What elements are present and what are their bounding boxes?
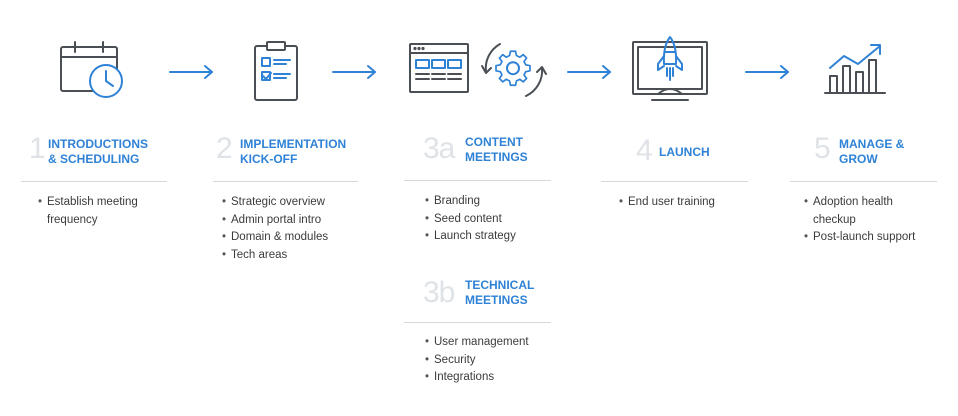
- step-5-divider: [790, 181, 937, 182]
- step-1-title: INTRODUCTIONS & SCHEDULING: [48, 137, 148, 167]
- step-5-title: MANAGE & GROW: [839, 137, 904, 167]
- list-item: Post-launch support: [804, 229, 944, 247]
- calendar-clock-icon: [58, 40, 128, 102]
- step-4-title-line: LAUNCH: [659, 145, 710, 159]
- step-3a-title: CONTENT MEETINGS: [465, 135, 528, 165]
- step-3a-title-line: CONTENT: [465, 135, 523, 149]
- step-3b-number: 3b: [423, 276, 455, 309]
- step-4-divider: [601, 181, 748, 182]
- step-5-title-line: MANAGE &: [839, 137, 905, 151]
- growth-chart-icon: [824, 42, 886, 96]
- step-2-title-line: KICK-OFF: [240, 152, 298, 166]
- list-item: Domain & modules: [222, 229, 362, 247]
- step-5-title-line: GROW: [839, 152, 878, 166]
- arrow-right-icon: [331, 64, 379, 80]
- step-3a-number: 3a: [423, 132, 455, 165]
- step-3b-divider: [404, 322, 551, 323]
- step-3b-title-line: TECHNICAL: [465, 278, 535, 292]
- arrow-right-icon: [744, 64, 792, 80]
- list-item: Admin portal intro: [222, 212, 362, 230]
- step-2-number: 2: [216, 132, 233, 165]
- step-5-bullets: Adoption health checkup Post-launch supp…: [804, 194, 944, 247]
- step-5-number: 5: [814, 132, 831, 165]
- list-item: Branding: [425, 193, 565, 211]
- list-item: Tech areas: [222, 247, 362, 265]
- clipboard-checklist-icon: [253, 40, 301, 102]
- step-4-bullets: End user training: [619, 194, 759, 212]
- step-1-bullets: Establish meeting frequency: [38, 194, 178, 229]
- list-item: Seed content: [425, 211, 565, 229]
- step-1-number: 1: [29, 132, 46, 165]
- browser-window-icon: [408, 42, 470, 94]
- step-1-title-line: & SCHEDULING: [48, 152, 140, 166]
- list-item-text: frequency: [47, 213, 98, 226]
- list-item: User management: [425, 334, 565, 352]
- step-3b-title-line: MEETINGS: [465, 293, 528, 307]
- list-item: End user training: [619, 194, 759, 212]
- step-3b-bullets: User management Security Integrations: [425, 334, 565, 387]
- list-item: Establish meeting frequency: [38, 194, 178, 229]
- list-item: Integrations: [425, 369, 565, 387]
- list-item: Launch strategy: [425, 228, 565, 246]
- list-item: Security: [425, 352, 565, 370]
- step-2-divider: [213, 181, 358, 182]
- step-4-number: 4: [636, 134, 653, 167]
- arrow-right-icon: [168, 64, 216, 80]
- step-3b-title: TECHNICAL MEETINGS: [465, 278, 534, 308]
- list-item-text: Establish meeting: [47, 196, 138, 208]
- list-item-text: Adoption health: [813, 196, 893, 208]
- step-4-title: LAUNCH: [659, 145, 710, 160]
- gear-cycle-icon: [480, 38, 548, 102]
- step-2-title-line: IMPLEMENTATION: [240, 137, 347, 151]
- step-3a-bullets: Branding Seed content Launch strategy: [425, 193, 565, 246]
- step-1-title-line: INTRODUCTIONS: [48, 137, 148, 151]
- step-2-title: IMPLEMENTATION KICK-OFF: [240, 137, 346, 167]
- step-3a-title-line: MEETINGS: [465, 150, 528, 164]
- rocket-monitor-icon: [630, 34, 710, 104]
- list-item: Strategic overview: [222, 194, 362, 212]
- step-2-bullets: Strategic overview Admin portal intro Do…: [222, 194, 362, 264]
- list-item-text: checkup: [813, 213, 856, 226]
- arrow-right-icon: [566, 64, 614, 80]
- list-item: Adoption health checkup: [804, 194, 944, 229]
- step-1-divider: [21, 181, 167, 182]
- step-3a-divider: [404, 180, 551, 181]
